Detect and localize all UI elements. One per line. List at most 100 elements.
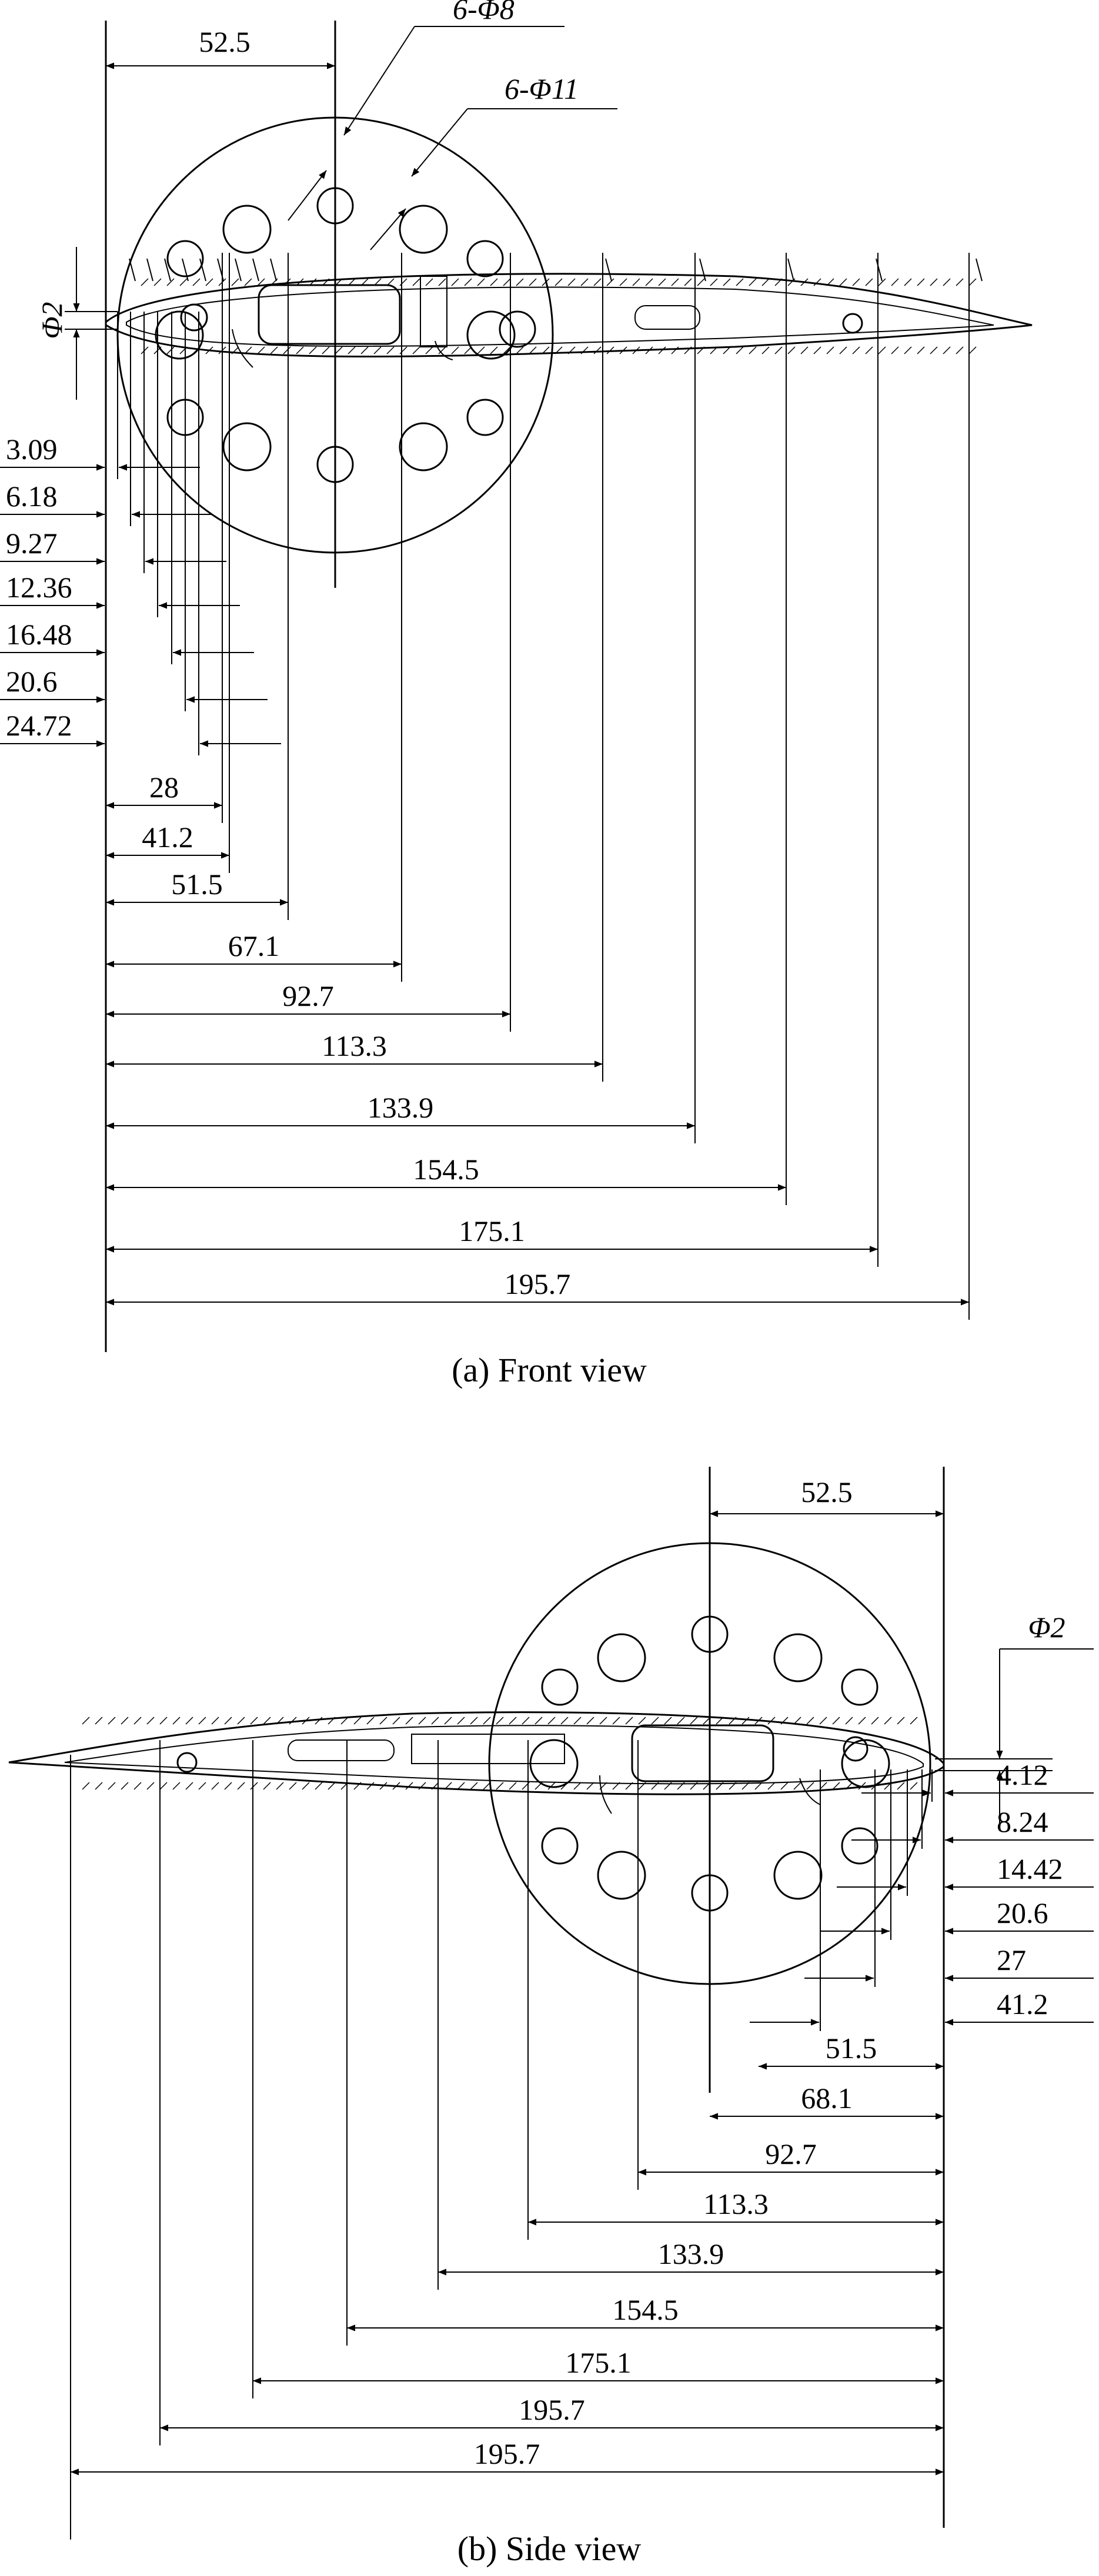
front-hatch-top-57 bbox=[878, 278, 886, 286]
side-hatch-bot-10 bbox=[211, 1782, 219, 1790]
front-hatch-top-1 bbox=[153, 278, 162, 286]
side-hatch-top-13 bbox=[250, 1717, 258, 1725]
rivet bbox=[499, 310, 536, 348]
front-hatch-bot-27 bbox=[490, 346, 498, 354]
side-hatch-top-32 bbox=[496, 1717, 504, 1725]
side-hatch-top-5 bbox=[146, 1717, 155, 1725]
surface-tick-4 bbox=[199, 258, 206, 282]
side-hatch-bot-25 bbox=[405, 1782, 413, 1790]
front-hatch-top-58 bbox=[891, 278, 899, 286]
side-hatch-top-27 bbox=[431, 1717, 439, 1725]
side-hatch-top-47 bbox=[690, 1717, 698, 1725]
front-hatch-bot-48 bbox=[761, 346, 770, 354]
side-hatch-top-57 bbox=[819, 1717, 827, 1725]
front-hatch-top-3 bbox=[179, 278, 188, 286]
side-hatch-top-44 bbox=[651, 1717, 659, 1725]
side-rib-hook bbox=[599, 1775, 612, 1814]
front-airfoil bbox=[105, 273, 1033, 368]
side-hatch-bot-43 bbox=[638, 1782, 646, 1790]
front-chord-dim-6: 133.9 bbox=[368, 1091, 434, 1124]
front-hatch-bot-7 bbox=[231, 346, 239, 354]
surface-tick-11 bbox=[787, 258, 794, 282]
side-hatch-bot-47 bbox=[690, 1782, 698, 1790]
side-hatch-top-6 bbox=[159, 1717, 168, 1725]
side-housing-block bbox=[631, 1724, 774, 1782]
side-hatch-bot-2 bbox=[108, 1782, 116, 1790]
front-tip-diameter: Φ2 bbox=[35, 302, 68, 339]
front-hatch-bot-49 bbox=[774, 346, 783, 354]
side-hatch-top-9 bbox=[198, 1717, 206, 1725]
side-chord-dim-0: 51.5 bbox=[826, 2032, 877, 2065]
front-hatch-top-27 bbox=[490, 278, 498, 286]
side-hatch-top-63 bbox=[897, 1717, 905, 1725]
front-hatch-top-41 bbox=[671, 278, 679, 286]
front-hatch-top-26 bbox=[477, 278, 485, 286]
side-rear-pin bbox=[176, 1752, 198, 1773]
front-chord-dim-2: 51.5 bbox=[171, 868, 223, 901]
side-hatch-bot-55 bbox=[793, 1782, 801, 1790]
front-hatch-top-52 bbox=[813, 278, 821, 286]
callout-large-arrow bbox=[370, 208, 406, 250]
front-hatch-top-18 bbox=[373, 278, 382, 286]
front-hatch-top-23 bbox=[438, 278, 446, 286]
side-hatch-top-31 bbox=[483, 1717, 491, 1725]
front-hatch-bot-36 bbox=[606, 346, 614, 354]
side-hatch-top-49 bbox=[716, 1717, 724, 1725]
side-hatch-bot-44 bbox=[651, 1782, 659, 1790]
front-hatch-bot-52 bbox=[813, 346, 821, 354]
side-hatch-bot-15 bbox=[276, 1782, 284, 1790]
side-small-hole-3 bbox=[841, 1668, 878, 1706]
side-hatch-top-64 bbox=[910, 1717, 918, 1725]
rib-hook-left bbox=[232, 329, 253, 368]
front-chord-dims: 2841.251.567.192.7113.3133.9154.5175.119… bbox=[106, 253, 970, 1320]
front-hatch-top-64 bbox=[968, 278, 977, 286]
side-hatch-top-43 bbox=[638, 1717, 646, 1725]
side-hatch-bot-33 bbox=[509, 1782, 517, 1790]
side-small-hole-5 bbox=[841, 1827, 878, 1865]
side-hatch-bot-30 bbox=[470, 1782, 478, 1790]
side-hatch-top-37 bbox=[560, 1717, 569, 1725]
surface-tick-6 bbox=[235, 258, 242, 282]
front-hatch-bot-40 bbox=[658, 346, 666, 354]
side-hatch-top-36 bbox=[547, 1717, 556, 1725]
front-hatch-top-2 bbox=[166, 278, 175, 286]
side-hatch-top-59 bbox=[845, 1717, 853, 1725]
front-small-hole-2 bbox=[166, 240, 204, 277]
side-hatch-bot-50 bbox=[729, 1782, 737, 1790]
front-hatch-bot-24 bbox=[451, 346, 459, 354]
front-small-hole-5 bbox=[466, 399, 504, 436]
surface-tick-8 bbox=[270, 258, 277, 282]
side-hatch-bot-36 bbox=[547, 1782, 556, 1790]
front-hatch-top-30 bbox=[529, 278, 537, 286]
side-hatch-bot-5 bbox=[146, 1782, 155, 1790]
side-hatch-top-46 bbox=[677, 1717, 685, 1725]
side-hatch-bot-54 bbox=[780, 1782, 789, 1790]
side-hatch-top-18 bbox=[315, 1717, 323, 1725]
front-hatch-bot-47 bbox=[749, 346, 757, 354]
front-hatch-top-22 bbox=[425, 278, 433, 286]
side-hatch-top-45 bbox=[664, 1717, 672, 1725]
front-offset-dim: 52.5 bbox=[199, 25, 250, 58]
side-hatch-top-12 bbox=[237, 1717, 245, 1725]
side-hatch-bot-60 bbox=[858, 1782, 866, 1790]
front-hatch-bot-32 bbox=[554, 346, 563, 354]
surface-tick-3 bbox=[182, 258, 189, 282]
surface-tick-1 bbox=[146, 258, 153, 282]
side-hatch-bot-16 bbox=[289, 1782, 297, 1790]
side-hatch-top-52 bbox=[754, 1717, 763, 1725]
bolt-holes bbox=[155, 187, 516, 483]
front-hatch-bot-34 bbox=[580, 346, 589, 354]
surface-tick-2 bbox=[164, 258, 171, 282]
front-hatch-bot-33 bbox=[567, 346, 576, 354]
front-large-hole-1 bbox=[399, 205, 448, 254]
front-hatch-bot-50 bbox=[787, 346, 796, 354]
side-hatch-top-50 bbox=[729, 1717, 737, 1725]
side-small-hole-0 bbox=[691, 1615, 729, 1653]
front-hatch-bot-63 bbox=[956, 346, 964, 354]
side-hatch-top-33 bbox=[509, 1717, 517, 1725]
front-hatch-bot-42 bbox=[684, 346, 692, 354]
side-large-hole-1 bbox=[773, 1633, 823, 1682]
side-chord-dim-7: 195.7 bbox=[519, 2393, 585, 2426]
